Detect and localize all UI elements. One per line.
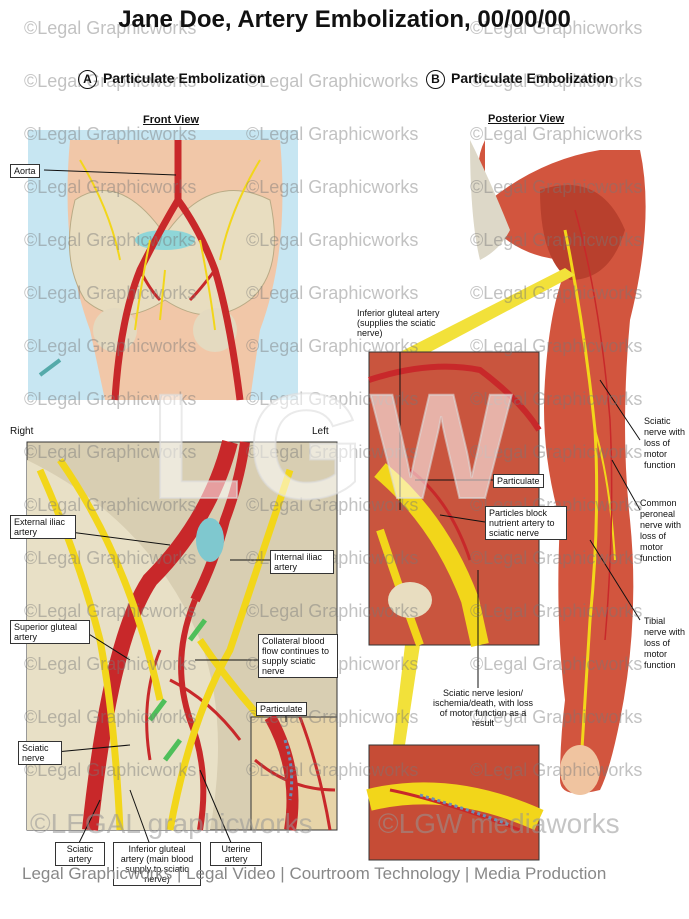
watermark-text: ©Legal Graphicworks	[470, 389, 643, 409]
label-sciatic-nerve-loss: Sciatic nerve with loss of motor functio…	[644, 416, 686, 470]
watermark-text: ©Legal Graphicworks	[470, 230, 643, 250]
watermark-text: ©Legal Graphicworks	[24, 71, 197, 91]
label-particles-block: Particles block nutrient artery to sciat…	[485, 506, 567, 540]
left-side-label: Left	[312, 426, 329, 437]
watermark-text: ©Legal Graphicworks	[24, 760, 197, 780]
right-side-label: Right	[10, 426, 34, 437]
watermark-text: ©Legal Graphicworks	[246, 389, 419, 409]
watermark-text: ©Legal Graphicworks	[246, 124, 419, 144]
label-tibial-nerve: Tibial nerve with loss of motor function	[644, 616, 686, 670]
label-inferior-gluteal-artery-a: Inferior gluteal artery (main blood supp…	[113, 842, 201, 886]
bottom-watermark-left: ©LEGAL graphicworks	[30, 808, 313, 839]
footer-text: Legal Graphicworks | Legal Video | Court…	[22, 864, 607, 883]
center-watermark: LGW	[149, 361, 518, 531]
nerve-lesion-inset-illustration	[366, 744, 544, 861]
watermark-text: ©Legal Graphicworks	[24, 654, 197, 674]
watermark-text: ©Legal Graphicworks	[24, 18, 197, 38]
leader-lines	[43, 169, 641, 846]
watermark-text: ©Legal Graphicworks	[24, 601, 197, 621]
posterior-view-label: Posterior View	[488, 113, 565, 125]
label-sciatic-artery: Sciatic artery	[55, 842, 105, 866]
label-internal-iliac-artery: Internal iliac artery	[270, 550, 334, 574]
watermark-text: ©Legal Graphicworks	[24, 495, 197, 515]
panel-a-heading: A Particulate Embolization	[78, 70, 266, 89]
watermark-text: ©Legal Graphicworks	[246, 283, 419, 303]
watermark-text: ©Legal Graphicworks	[470, 548, 643, 568]
watermark-text: ©Legal Graphicworks	[246, 230, 419, 250]
label-sciatic-nerve-lesion: Sciatic nerve lesion/ ischemia/death, wi…	[432, 688, 534, 728]
panel-a-letter: A	[78, 70, 97, 89]
watermark-text: ©Legal Graphicworks	[246, 177, 419, 197]
label-particulate-b: Particulate	[493, 474, 544, 488]
watermark-text: ©Legal Graphicworks	[470, 283, 643, 303]
watermark-text: ©Legal Graphicworks	[470, 760, 643, 780]
watermark-text: ©Legal Graphicworks	[470, 18, 643, 38]
watermark-text: ©Legal Graphicworks	[24, 336, 197, 356]
panel-a-title: Particulate Embolization	[103, 70, 266, 87]
label-sciatic-nerve: Sciatic nerve	[18, 741, 62, 765]
watermark-text: ©Legal Graphicworks	[24, 124, 197, 144]
watermark-text: ©Legal Graphicworks	[470, 654, 643, 674]
watermark-text: ©Legal Graphicworks	[24, 230, 197, 250]
watermark-text: ©Legal Graphicworks	[246, 760, 419, 780]
watermark-text: ©Legal Graphicworks	[24, 389, 197, 409]
watermark-text: ©Legal Graphicworks	[246, 495, 419, 515]
label-uterine-artery: Uterine artery	[210, 842, 262, 866]
watermark-text: ©Legal Graphicworks	[470, 442, 643, 462]
label-common-peroneal-nerve: Common peroneal nerve with loss of motor…	[640, 498, 682, 563]
front-view-label: Front View	[143, 114, 200, 126]
watermark-text: ©Legal Graphicworks	[246, 601, 419, 621]
panel-b-letter: B	[426, 70, 445, 89]
watermark-text: ©Legal Graphicworks	[246, 71, 419, 91]
panel-b-title: Particulate Embolization	[451, 70, 614, 87]
gluteal-inset-illustration	[368, 351, 542, 647]
watermark-text: ©Legal Graphicworks	[470, 336, 643, 356]
watermark-text: ©Legal Graphicworks	[24, 283, 197, 303]
label-superior-gluteal-artery: Superior gluteal artery	[10, 620, 90, 644]
label-aorta: Aorta	[10, 164, 40, 178]
watermark-text: ©Legal Graphicworks	[24, 707, 197, 727]
watermark-text: ©Legal Graphicworks	[246, 442, 419, 462]
watermark-text: ©Legal Graphicworks	[24, 548, 197, 568]
label-particulate-a: Particulate	[256, 702, 307, 716]
posterior-leg-illustration	[393, 140, 646, 795]
panel-b-heading: B Particulate Embolization	[426, 70, 614, 89]
label-inferior-gluteal-artery-b: Inferior gluteal artery (supplies the sc…	[357, 308, 440, 338]
watermark-text: ©Legal Graphicworks	[24, 442, 197, 462]
bottom-watermark-right: ©LGW mediaworks	[378, 808, 620, 839]
label-external-iliac-artery: External iliac artery	[10, 515, 76, 539]
watermark-text: ©Legal Graphicworks	[470, 124, 643, 144]
watermark-text: ©Legal Graphicworks	[470, 601, 643, 621]
watermark-text: ©Legal Graphicworks	[246, 336, 419, 356]
watermark-text: ©Legal Graphicworks	[470, 177, 643, 197]
label-collateral-blood-flow: Collateral blood flow continues to suppl…	[258, 634, 338, 678]
watermark-text: ©Legal Graphicworks	[470, 71, 643, 91]
page-title: Jane Doe, Artery Embolization, 00/00/00	[118, 6, 571, 33]
watermark-text: ©Legal Graphicworks	[470, 707, 643, 727]
watermark-text: ©Legal Graphicworks	[24, 177, 197, 197]
